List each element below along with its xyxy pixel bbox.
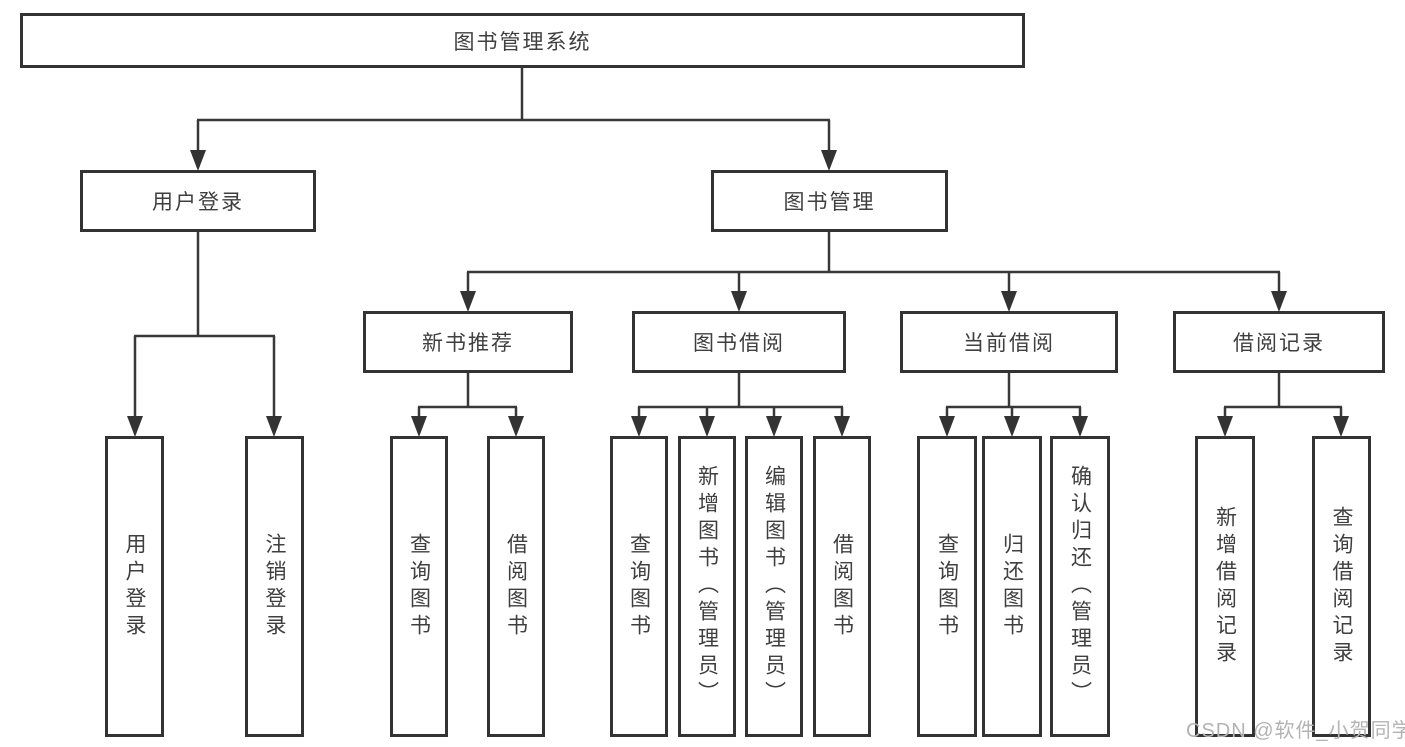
arrowhead-down-icon	[1333, 416, 1349, 437]
leaf-return-book-label: 归还图书	[1000, 532, 1024, 641]
leaf-add-book-admin-label: 新增图书（管理员）	[695, 465, 719, 708]
leaf-borrow-book-rec: 借阅图书	[487, 436, 545, 737]
arrowhead-down-icon	[1001, 291, 1017, 312]
leaf-query-book-borrow: 查询图书	[610, 436, 668, 737]
arrowhead-down-icon	[1004, 416, 1020, 437]
arrowhead-down-icon	[508, 416, 524, 437]
arrowhead-down-icon	[266, 416, 282, 437]
leaf-add-borrow-record: 新增借阅记录	[1195, 436, 1255, 737]
arrowhead-down-icon	[411, 416, 427, 437]
leaf-borrow-book-rec-label: 借阅图书	[504, 532, 528, 641]
node-user-login-branch-label: 用户登录	[152, 191, 244, 214]
arrowhead-down-icon	[699, 416, 715, 437]
leaf-borrow-book: 借阅图书	[813, 436, 871, 737]
leaf-confirm-return-admin-label: 确认归还（管理员）	[1068, 465, 1092, 708]
node-root: 图书管理系统	[20, 13, 1025, 68]
node-current-borrow-label: 当前借阅	[963, 332, 1055, 355]
arrowhead-down-icon	[1217, 416, 1233, 437]
leaf-query-book-rec: 查询图书	[390, 436, 448, 737]
leaf-edit-book-admin: 编辑图书（管理员）	[745, 436, 803, 737]
node-new-book-recommend: 新书推荐	[363, 311, 573, 373]
leaf-query-book-current: 查询图书	[917, 436, 977, 737]
leaf-add-book-admin: 新增图书（管理员）	[678, 436, 736, 737]
node-user-login-branch: 用户登录	[80, 170, 316, 232]
arrowhead-down-icon	[834, 416, 850, 437]
leaf-query-borrow-record: 查询借阅记录	[1312, 436, 1371, 737]
leaf-confirm-return-admin: 确认归还（管理员）	[1050, 436, 1110, 737]
leaf-user-login: 用户登录	[105, 436, 164, 737]
leaf-query-book-current-label: 查询图书	[935, 532, 959, 641]
arrowhead-down-icon	[731, 291, 747, 312]
node-book-borrow: 图书借阅	[632, 311, 846, 373]
node-book-management-label: 图书管理	[783, 191, 876, 214]
arrowhead-down-icon	[1271, 291, 1287, 312]
leaf-return-book: 归还图书	[982, 436, 1042, 737]
leaf-logout-label: 注销登录	[263, 532, 286, 641]
arrowhead-down-icon	[939, 416, 955, 437]
node-new-book-recommend-label: 新书推荐	[422, 332, 514, 355]
node-current-borrow: 当前借阅	[900, 311, 1118, 373]
arrowhead-down-icon	[766, 416, 782, 437]
arrowhead-down-icon	[127, 416, 143, 437]
leaf-borrow-book-label: 借阅图书	[830, 532, 854, 641]
node-book-management: 图书管理	[711, 170, 948, 232]
leaf-add-borrow-record-label: 新增借阅记录	[1213, 505, 1237, 668]
node-borrow-records-label: 借阅记录	[1233, 332, 1325, 355]
leaf-user-login-label: 用户登录	[123, 532, 146, 641]
node-book-borrow-label: 图书借阅	[693, 332, 785, 355]
node-root-label: 图书管理系统	[453, 30, 592, 54]
leaf-logout: 注销登录	[245, 436, 304, 737]
leaf-edit-book-admin-label: 编辑图书（管理员）	[762, 465, 786, 708]
leaf-query-book-rec-label: 查询图书	[407, 532, 431, 641]
arrowhead-down-icon	[631, 416, 647, 437]
leaf-query-book-borrow-label: 查询图书	[627, 532, 651, 641]
arrowhead-down-icon	[1072, 416, 1088, 437]
leaf-query-borrow-record-label: 查询借阅记录	[1330, 505, 1353, 668]
node-borrow-records: 借阅记录	[1173, 311, 1385, 373]
csdn-watermark: CSDN @软件_小贺同学	[1186, 720, 1405, 742]
arrowhead-down-icon	[190, 150, 206, 171]
arrowhead-down-icon	[460, 291, 476, 312]
arrowhead-down-icon	[821, 150, 837, 171]
